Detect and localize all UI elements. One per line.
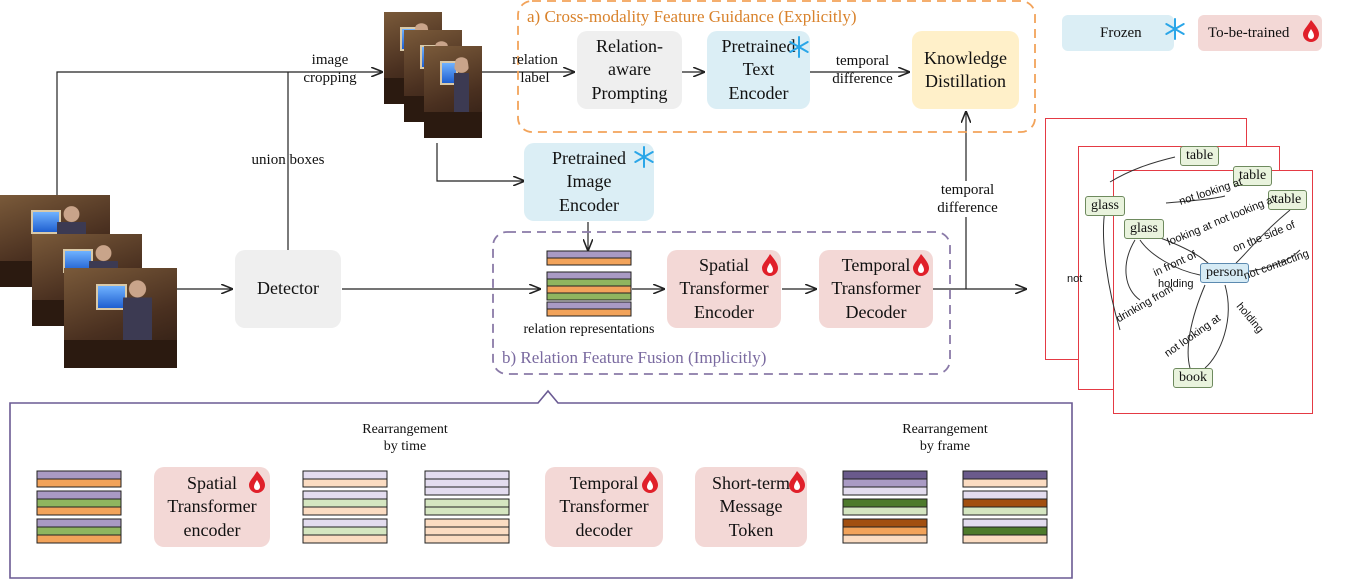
sg-edge-not-cut: not xyxy=(1067,273,1083,285)
flame-icon xyxy=(249,471,265,493)
caption-section-b: b) Relation Feature Fusion (Implicitly) xyxy=(502,348,767,367)
bp-short-term-text: Short-term Message Token xyxy=(712,472,790,540)
knowledge-distillation-text: Knowledge Distillation xyxy=(924,47,1007,91)
arrow-frames-to-crop xyxy=(56,72,382,205)
detector-module: Detector xyxy=(235,250,341,328)
sg-node-book: book xyxy=(1173,368,1213,388)
bp-stack-input xyxy=(36,470,122,544)
bp-short-term-token-module: Short-term Message Token xyxy=(695,467,807,547)
crop-frame-3 xyxy=(424,46,482,138)
snowflake-icon xyxy=(1165,18,1185,40)
scene-graph-card-front xyxy=(1113,170,1313,414)
relation-aware-prompting-module: Relation- aware Prompting xyxy=(577,31,682,109)
snowflake-icon xyxy=(634,146,654,168)
bp-spatial-text: Spatial Transformer encoder xyxy=(167,472,257,540)
knowledge-distillation-module: Knowledge Distillation xyxy=(912,31,1019,109)
section-a-frame xyxy=(517,0,1036,133)
spatial-transformer-encoder-module: Spatial Transformer Encoder xyxy=(667,250,781,328)
bp-spatial-encoder-module: Spatial Transformer encoder xyxy=(154,467,270,547)
bp-stack-temporal-out xyxy=(842,470,928,544)
bp-rearrangement-by-time: Rearrangement by time xyxy=(362,422,448,454)
label-relation-representations: relation representations xyxy=(523,322,655,337)
bp-rearrangement-by-frame: Rearrangement by frame xyxy=(902,422,988,454)
image-encoder-text: Pretrained Image Encoder xyxy=(552,147,626,215)
temporal-transformer-decoder-module: Temporal Transformer Decoder xyxy=(819,250,933,328)
legend-frozen: Frozen xyxy=(1062,15,1174,51)
flame-icon xyxy=(913,254,929,276)
detector-text: Detector xyxy=(257,278,319,299)
sg-node-person: person xyxy=(1200,263,1250,283)
text-encoder-text: Pretrained Text Encoder xyxy=(721,35,796,103)
legend-to-be-trained: To-be-trained xyxy=(1198,15,1322,51)
reps-stack-top xyxy=(546,250,632,317)
snowflake-icon xyxy=(789,36,809,58)
legend-trainable-label: To-be-trained xyxy=(1208,24,1290,41)
label-relation-label: relation label xyxy=(512,52,558,86)
relation-prompting-text: Relation- aware Prompting xyxy=(591,35,668,103)
label-image-cropping: image cropping xyxy=(303,52,357,86)
label-union-boxes: union boxes xyxy=(251,152,325,168)
spatial-encoder-text: Spatial Transformer Encoder xyxy=(679,254,769,322)
bp-temporal-decoder-module: Temporal Transformer decoder xyxy=(545,467,663,547)
sg-node-glass-mid: glass xyxy=(1085,196,1125,216)
bp-stack-rearranged-time xyxy=(424,470,510,544)
sg-node-glass: glass xyxy=(1124,219,1164,239)
temporal-decoder-text: Temporal Transformer Decoder xyxy=(831,254,921,322)
legend-frozen-label: Frozen xyxy=(1100,24,1142,41)
section-b-frame xyxy=(492,231,951,375)
sg-node-table-mid: table xyxy=(1233,166,1273,186)
bp-stack-rearranged-frame xyxy=(962,470,1048,544)
bp-stack-spatial-out xyxy=(302,470,388,544)
pretrained-image-encoder-module: Pretrained Image Encoder xyxy=(524,143,654,221)
sg-edge-holding: holding xyxy=(1158,278,1194,290)
flame-icon xyxy=(762,254,778,276)
flame-icon xyxy=(1303,20,1319,42)
flame-icon xyxy=(642,471,658,493)
flame-icon xyxy=(789,471,805,493)
input-frame-3 xyxy=(64,268,177,368)
caption-section-a: a) Cross-modality Feature Guidance (Expl… xyxy=(527,7,857,26)
arrow-crop-to-image-encoder xyxy=(436,143,524,181)
sg-node-table-back: table xyxy=(1180,146,1220,166)
label-temporal-difference-mid: temporal difference xyxy=(925,181,1010,217)
bp-temporal-text: Temporal Transformer decoder xyxy=(559,472,649,540)
label-temporal-difference-top: temporal difference xyxy=(832,53,893,87)
sg-node-table: table xyxy=(1268,190,1308,210)
